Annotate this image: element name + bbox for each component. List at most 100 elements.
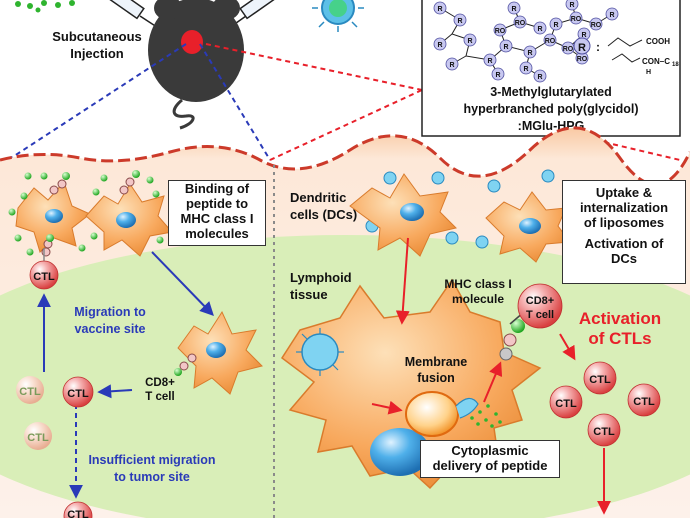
arrow-to-activation [559,333,576,361]
svg-text:CTL: CTL [555,398,577,410]
svg-text:CTL: CTL [593,426,615,438]
zoom-line-polymer [205,43,423,91]
r-group-badge [523,45,537,59]
r-group-badge [483,53,497,67]
amide-subscript: 18 [672,62,679,68]
svg-text:CTL: CTL [67,509,89,518]
r-group-badge [533,69,547,83]
r-group-text: RO [571,16,582,23]
r-group-text: R [495,72,500,79]
mhc-label-line2: molecule [452,292,504,306]
membrane-label-line2: fusion [417,371,455,385]
arrow-to-mhc [483,361,503,403]
mhc-label-line1: MHC class I [444,277,511,291]
r-group-text: R [553,22,558,29]
cytoplasmic-box: Cytoplasmic delivery of peptide [420,440,560,478]
migration-vaccine-line2: vaccine site [75,322,146,336]
mouse-icon [148,0,244,130]
ctl-cell-left-mid[interactable]: CTL [62,376,94,408]
r-group-text: R [609,12,614,19]
r-group-text: R [437,42,442,49]
arrow-dc-migration [151,251,214,317]
r-group-badge [491,67,505,81]
ctl-cell-right-4[interactable]: CTL [587,413,621,447]
r-group-badge [445,57,459,71]
r-group-badge [565,0,579,11]
membrane-label-line1: Membrane [405,355,468,369]
r-group-badge [569,11,583,25]
r-group-text: R [467,38,472,45]
activation-ctl-line1: Activation [579,309,661,328]
r-group-text: R [487,58,492,65]
r-group-badge [589,17,603,31]
peptide-dots-cytoplasm [470,404,502,428]
r-group-text: R [437,6,442,13]
zoom-line-polymer-2 [269,89,423,161]
liposome-incoming [296,328,344,376]
ctl-cell-faded-1[interactable]: CTL [16,376,44,404]
peptide-dots-top [15,0,75,13]
r-group-key: R [578,42,586,54]
activation-ctl-line2: of CTLs [588,329,651,348]
r-group-text: R [569,2,574,9]
svg-text:CTL: CTL [589,374,611,386]
cd8-tcell-top[interactable]: CD8+ T cell [517,283,563,329]
uptake-box: Uptake & internalization of liposomes Ac… [562,180,686,284]
r-group-badge [543,33,557,47]
r-group-badge [605,7,619,21]
arrow-dc-to-lymph [395,237,410,325]
dendritic-cell-large [280,278,542,490]
peptide-dots-left [8,172,164,256]
svg-text:CTL: CTL [67,388,89,400]
insufficient-line2: to tumor site [114,470,190,484]
injection-label-line1: Subcutaneous [52,29,142,44]
r-group-badge [513,15,527,29]
r-group-text: RO [495,28,506,35]
r-group-text: RO [577,56,588,63]
skin-surface-line [0,126,690,187]
svg-text:CTL: CTL [633,396,655,408]
ctl-cell-right-2[interactable]: CTL [549,385,583,419]
cd8-top-line1: CD8+ [526,295,554,307]
dendritic-cell-left-1 [15,181,91,253]
svg-text:CTL: CTL [27,432,49,444]
ctl-cell-faded-2[interactable]: CTL [24,422,52,450]
arrow-to-ctl [97,384,133,399]
r-group-text: RO [545,38,556,45]
ctl-cell-right-3[interactable]: CTL [627,383,661,417]
r-group-text: RO [563,46,574,53]
dendritic-cell-lymph-left [174,310,263,395]
insufficient-line1: Insufficient migration [88,453,215,467]
r-group-text: R [449,62,454,69]
r-group-text: R [523,66,528,73]
dendritic-cell-right-1 [349,173,457,257]
r-group-text: R [581,32,586,39]
r-group-text: RO [515,20,526,27]
r-group-badge [453,13,467,27]
r-group-badge [499,39,513,53]
liposome-top-icon [312,0,364,32]
r-group-badge [433,1,447,15]
polymer-name-line2: hyperbranched poly(glycidol) [463,102,638,116]
r-group-text: R [527,50,532,57]
r-group-text: R [537,26,542,33]
polymer-name-line1: 3-Methylglutarylated [490,85,612,99]
svg-text:CTL: CTL [19,386,41,398]
ctl-cell-bottom-left[interactable]: CTL [63,501,93,518]
ctl-cell-right-1[interactable]: CTL [583,361,617,395]
liposomes-cluster [365,169,555,249]
amide-h: H [646,69,651,76]
migration-vaccine-line1: Migration to [74,305,146,319]
r-group-text: RO [591,22,602,29]
zoom-line-left [7,43,187,161]
cd8-top-line2: T cell [526,309,554,321]
r-group-text: R [537,74,542,81]
ctl-label: CTL [33,271,55,283]
dendritic-label-line2: cells (DCs) [290,207,357,222]
mhc-complex-right [499,319,525,361]
cd8-left-line2: T cell [145,391,174,403]
ctl-cell-top-left[interactable]: CTL [29,260,59,290]
